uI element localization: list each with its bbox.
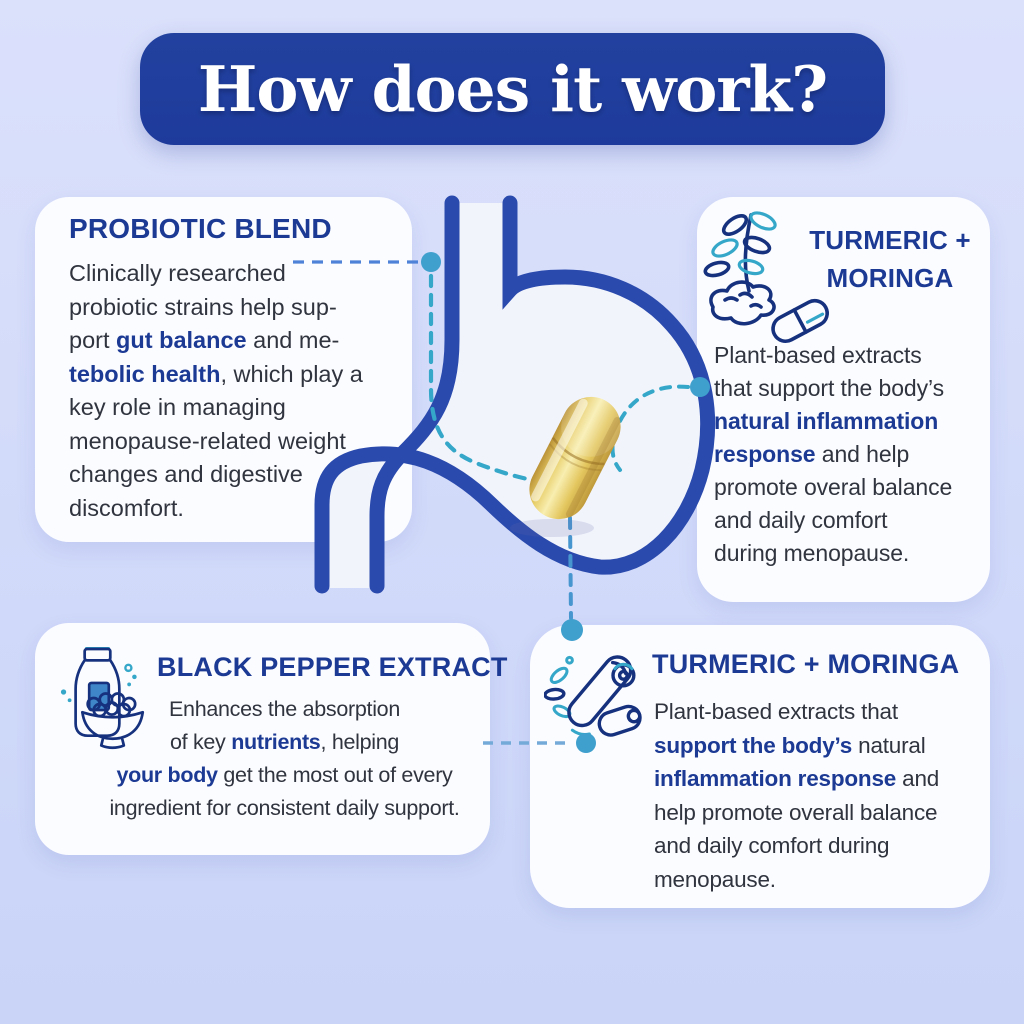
connector-turmeric-bottom-line: [568, 516, 573, 620]
connector-probiotic-curve: [428, 273, 552, 486]
probiotic-blend-title: PROBIOTIC BLEND: [69, 213, 332, 244]
turmeric-roots-icon: [543, 647, 648, 751]
card-black-pepper-extract: BLACK PEPPER EXTRACT Enhances the absorp…: [35, 623, 507, 855]
connector-turmeric-top-curve: [610, 384, 690, 472]
black-pepper-title: BLACK PEPPER EXTRACT: [157, 652, 508, 682]
pepper-bottle-bowl-icon: [53, 639, 151, 757]
page-title: How does it work?: [197, 52, 828, 126]
dot-probiotic: [421, 252, 441, 272]
turmeric-moringa-top-title: TURMERIC + MORINGA: [809, 225, 971, 293]
title-banner: How does it work?: [140, 33, 885, 145]
card-turmeric-moringa-bottom: TURMERIC + MORINGA Plant-based extracts …: [530, 625, 990, 908]
yellow-capsule: [510, 396, 621, 537]
turmeric-moringa-bottom-title: TURMERIC + MORINGA: [652, 649, 960, 679]
moringa-leaves-turmeric-capsule-icon: [699, 203, 839, 353]
